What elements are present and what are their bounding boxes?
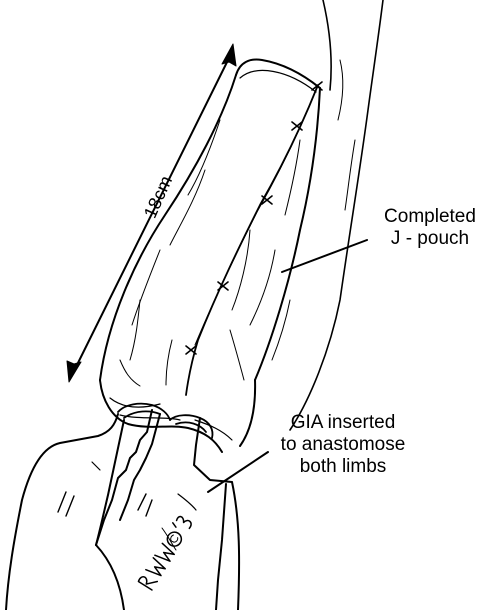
gia-label-line-3: both limbs <box>268 456 418 478</box>
gia-label: GIA inserted to anastomose both limbs <box>268 412 418 478</box>
pouch-label-line-1: Completed <box>360 206 492 228</box>
staple-line <box>186 82 322 395</box>
gia-label-line-1: GIA inserted <box>268 412 418 434</box>
pouch-label-line-2: J - pouch <box>360 228 492 250</box>
pouch-outline <box>100 60 320 452</box>
pouch-label: Completed J - pouch <box>360 206 492 250</box>
gia-label-line-2: to anastomose <box>268 434 418 456</box>
artist-signature <box>137 514 194 590</box>
pouch-shading <box>120 120 300 386</box>
gia-leader-line <box>208 452 268 492</box>
gia-stapler <box>6 410 239 610</box>
